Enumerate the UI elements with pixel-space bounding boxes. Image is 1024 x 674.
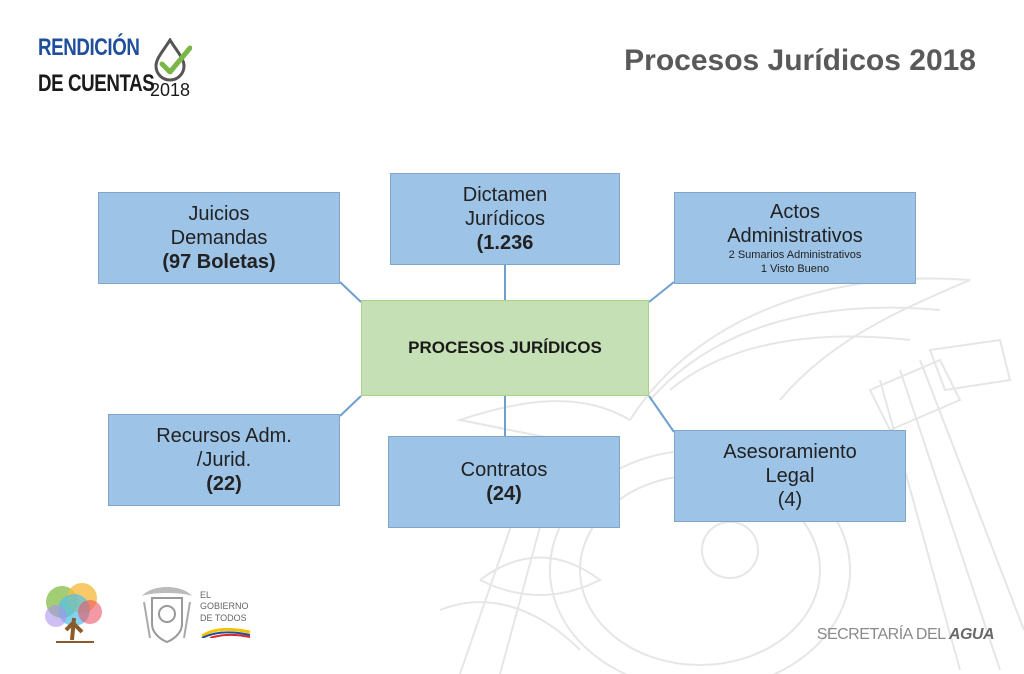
node-dictamen-juridicos: Dictamen Jurídicos (1.236: [390, 173, 620, 265]
node-label: Administrativos: [727, 224, 863, 247]
gob-text: EL: [200, 590, 212, 600]
node-detail: 2 Sumarios Administrativos: [728, 248, 862, 261]
secretaria-text: SECRETARÍA DEL: [816, 626, 946, 643]
node-count: (22): [206, 473, 242, 495]
node-count: (1.236: [476, 232, 534, 254]
logo-year: 2018: [150, 80, 191, 100]
node-asesoramiento-legal: Asesoramiento Legal (4): [674, 430, 906, 522]
node-label: /Jurid.: [196, 449, 252, 471]
logo-text-line1: RENDICIÓN: [38, 34, 140, 61]
node-label: Asesoramiento: [723, 441, 857, 463]
node-label: Jurídicos: [464, 208, 546, 230]
coat-of-arms-watermark: [439, 277, 1024, 674]
logo-text-line2: DE CUENTAS: [38, 70, 155, 97]
secretaria-del-agua-logo: SECRETARÍA DEL AGUA: [816, 626, 995, 644]
connector-recursos: [339, 395, 362, 417]
gob-text: DE TODOS: [200, 612, 247, 623]
toda-una-vida-tree-logo: [45, 583, 102, 643]
node-label: Dictamen: [462, 184, 548, 206]
center-node-procesos-juridicos: PROCESOS JURÍDICOS: [361, 300, 649, 396]
node-label: Recursos Adm.: [156, 425, 292, 447]
gobierno-de-todos-logo: EL GOBIERNO DE TODOS: [200, 590, 249, 624]
connector-asesoramiento: [648, 395, 675, 433]
connector-actos: [648, 281, 675, 303]
node-count: (24): [486, 483, 522, 505]
node-label: Demandas: [170, 227, 268, 249]
flag-swoosh-icon: [201, 628, 251, 638]
ecuador-shield-logo: [142, 587, 192, 644]
node-count: (97 Boletas): [162, 251, 276, 273]
node-juicios-demandas: Juicios Demandas (97 Boletas): [98, 192, 340, 284]
node-detail: 1 Visto Bueno: [760, 263, 830, 275]
drop-check-icon: [154, 38, 192, 82]
node-count: (4): [777, 489, 803, 511]
secretaria-bold-text: AGUA: [948, 626, 995, 643]
gob-text: GOBIERNO: [200, 601, 249, 612]
connector-juicios: [339, 281, 362, 303]
rendicion-de-cuentas-logo: RENDICIÓN DE CUENTAS 2018: [38, 34, 208, 106]
page-title: Procesos Jurídicos 2018: [624, 44, 976, 77]
node-label: Juicios: [188, 203, 250, 225]
node-label: Actos: [769, 200, 821, 223]
node-label: Legal: [765, 465, 815, 487]
node-label: Contratos: [460, 459, 548, 481]
node-contratos: Contratos (24): [388, 436, 620, 528]
node-recursos: Recursos Adm. /Jurid. (22): [108, 414, 340, 506]
node-actos-administrativos: Actos Administrativos 2 Sumarios Adminis…: [674, 192, 916, 284]
